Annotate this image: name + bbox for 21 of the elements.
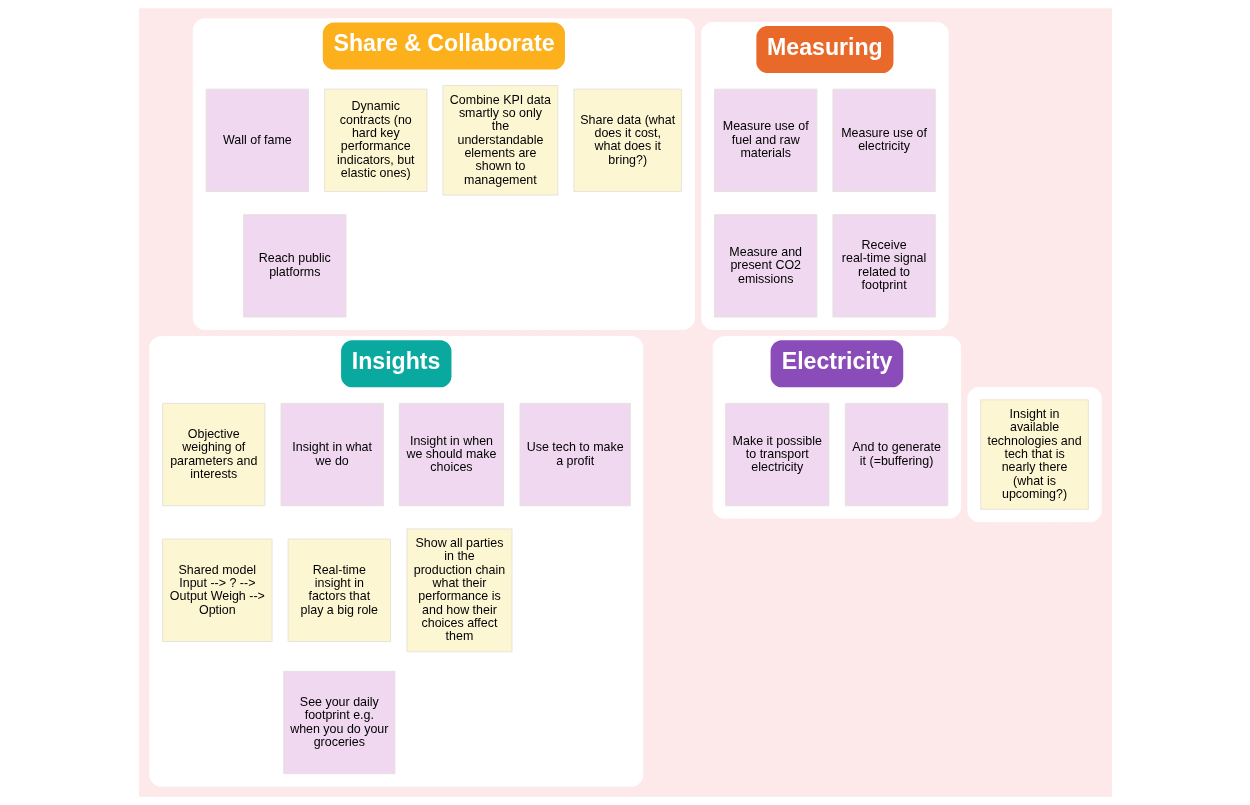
node-box: Measure use of electricity [831,88,936,192]
node-box: And to generate it (=buffering) [844,402,948,507]
node-box: Shared model Input --> ? --> Output Weigh --> Option [161,538,273,642]
node-box: Real-time insight in factors that play a big role [287,538,391,642]
cluster [966,386,1102,523]
node-box: Share data (what does it cost, what does it bring?) [572,88,682,192]
node-box: Wall of fame [205,88,309,192]
node-box: Make it possible to transport electricity [724,402,829,507]
node-box: Show all parties in the production chain what their performance is and how their choices affect them [406,528,512,653]
node-box: Receive real-time signal related to footprint [831,214,936,318]
node-box: Reach public platforms [242,214,346,318]
node-box: Use tech to make a profit [519,402,631,507]
node-box: Measure and present CO2 emissions [713,214,817,318]
node-box: Insight in what we do [280,402,384,507]
node-box: Combine KPI data smartly so only the understandable elements are shown to management [442,85,558,196]
node-box: See your daily footprint e.g. when you do your groceries [282,670,395,775]
node-box: Dynamic contracts (no hard key performance indicators, but elastic ones) [323,88,427,192]
node-box: Measure use of fuel and raw materials [713,88,817,192]
node-box: Insight in when we should make choices [398,402,504,507]
node-box: Objective weighing of parameters and interests [161,402,265,507]
node-box: Insight in available technologies and tech that is nearly there (what is upcoming?) [979,399,1089,510]
